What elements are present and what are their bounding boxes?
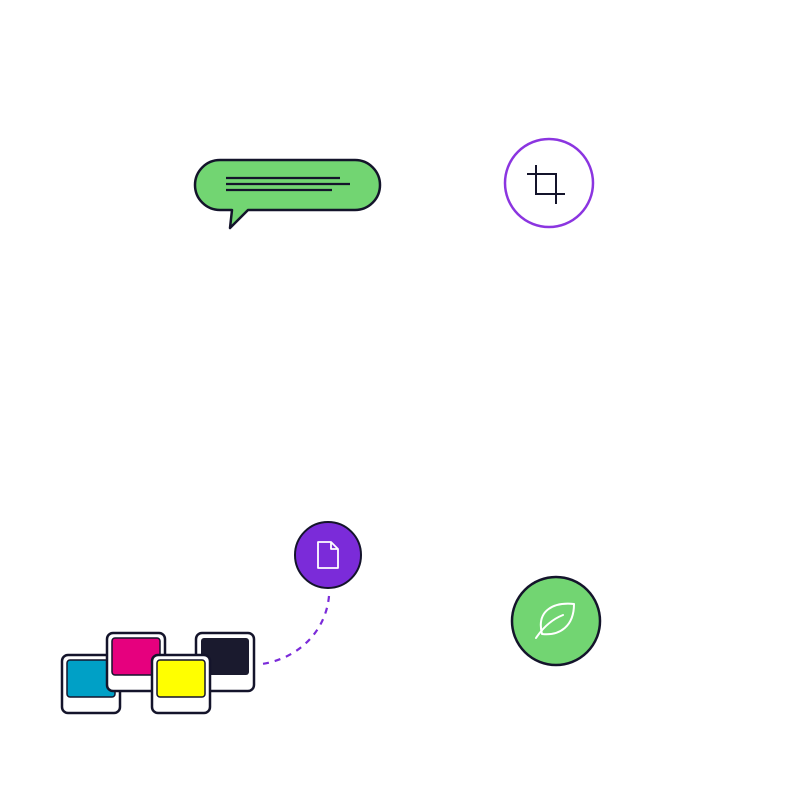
crop-icon: [527, 165, 565, 204]
document-icon: [317, 541, 339, 569]
speech-bubble-icon: [193, 158, 382, 230]
document-badge-circle: [294, 521, 362, 589]
crop-badge-ring: [503, 137, 595, 229]
crop-badge: [503, 137, 595, 229]
color-swatches: [60, 631, 256, 715]
speech-bubble-body: [193, 158, 382, 230]
yellow-swatch: [150, 653, 212, 715]
document-badge: [294, 521, 362, 589]
dashed-connector: [261, 595, 331, 666]
cyan-swatch: [60, 653, 122, 715]
leaf-icon: [535, 602, 575, 639]
leaf-badge: [510, 575, 602, 667]
leaf-badge-circle: [510, 575, 602, 667]
